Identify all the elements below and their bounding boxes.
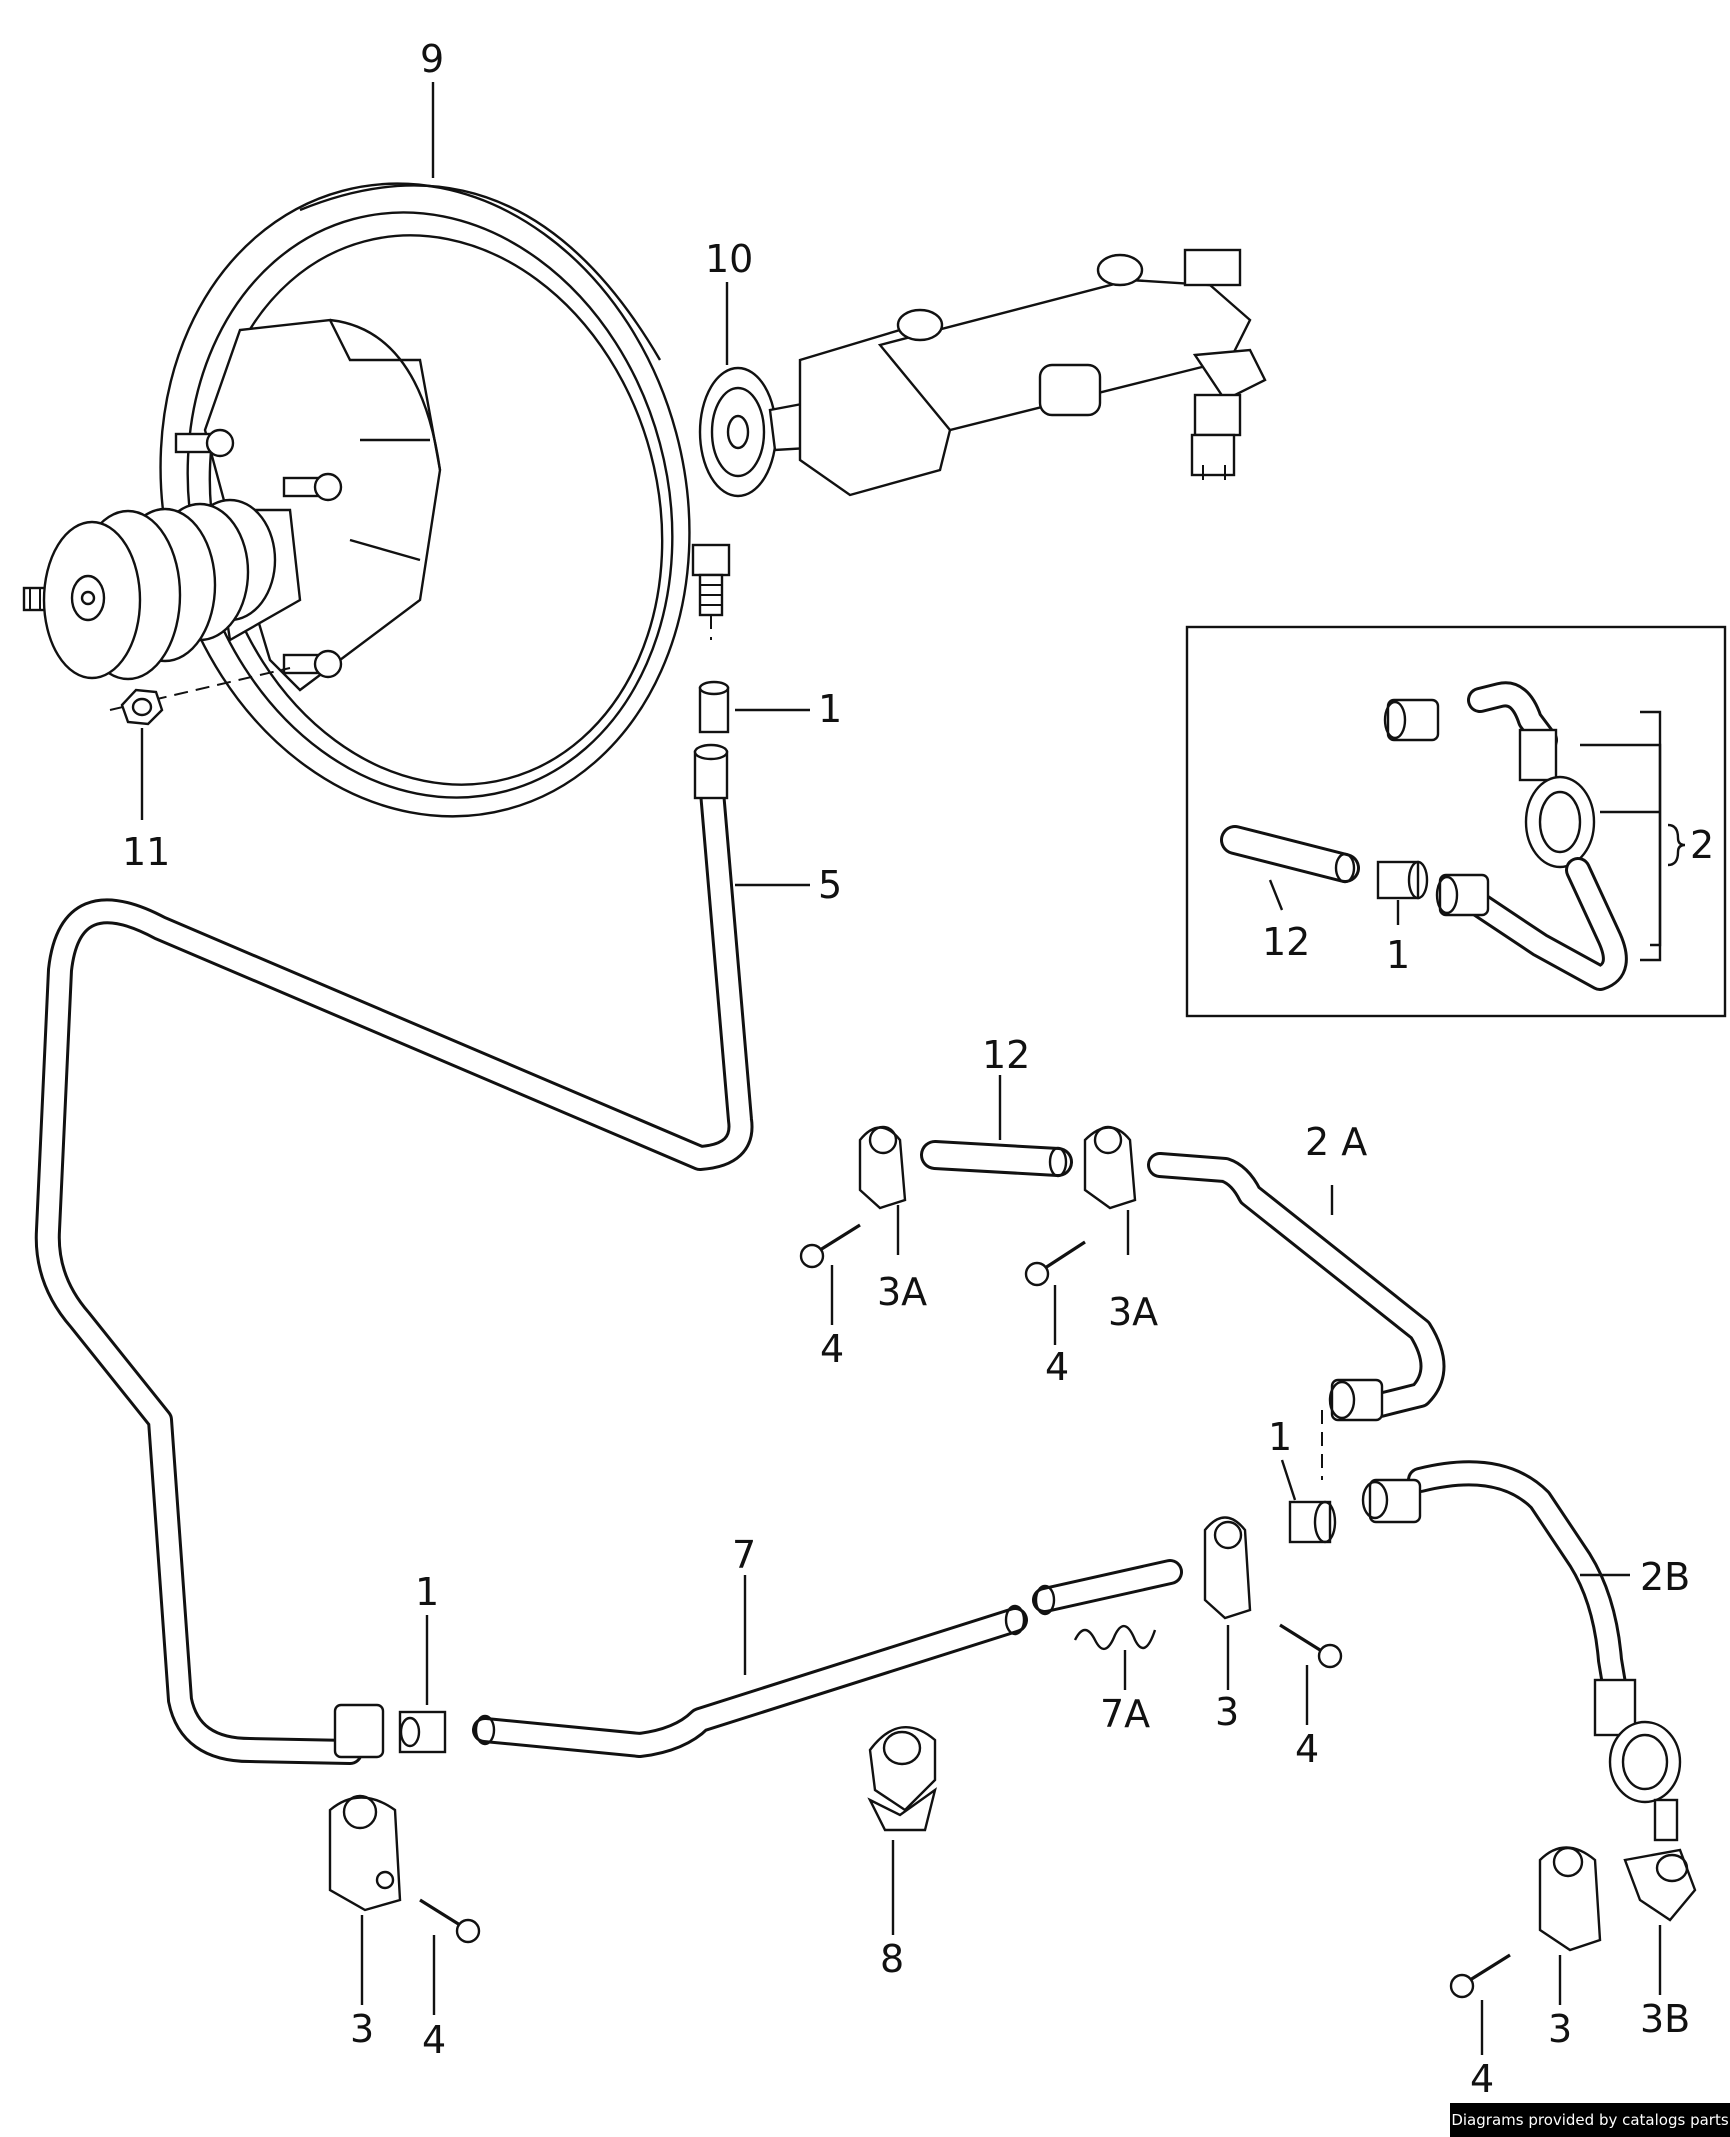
label-4-bottomright: 4 bbox=[1470, 2057, 1494, 2101]
vacuum-check-valve bbox=[691, 543, 731, 640]
booster-studs bbox=[174, 428, 343, 679]
screw-left[interactable] bbox=[799, 1223, 861, 1269]
label-3-bottomright: 3 bbox=[1548, 2007, 1572, 2051]
pipe-part-2a[interactable] bbox=[1147, 1152, 1446, 1422]
label-8: 8 bbox=[880, 1937, 904, 1981]
label-1-bottom: 1 bbox=[415, 1570, 439, 1614]
clip-3-bottomright[interactable] bbox=[1538, 1846, 1602, 1952]
label-11: 11 bbox=[122, 830, 170, 874]
spiral-part-7a[interactable] bbox=[1073, 1625, 1157, 1650]
clip-3a-left[interactable] bbox=[858, 1125, 907, 1210]
label-2b: 2B bbox=[1640, 1555, 1690, 1599]
label-4-left: 4 bbox=[820, 1327, 844, 1371]
clip-3-bottomleft[interactable] bbox=[328, 1794, 402, 1912]
clip-3b[interactable] bbox=[1623, 1848, 1697, 1922]
master-cylinder bbox=[768, 248, 1267, 497]
inset-hose-2[interactable] bbox=[1383, 681, 1628, 991]
label-12-inset: 12 bbox=[1262, 920, 1310, 964]
label-4-midright: 4 bbox=[1295, 1727, 1319, 1771]
hose-part-2b[interactable] bbox=[1361, 1460, 1682, 1842]
screw-bottomright[interactable] bbox=[1449, 1953, 1511, 1999]
label-7: 7 bbox=[732, 1533, 756, 1577]
callout-labels: 9 10 11 1 5 2 12 1 12 2 A 3A 3A 4 4 1 2B… bbox=[122, 37, 1714, 2101]
label-5: 5 bbox=[818, 863, 842, 907]
sleeve-bottom[interactable] bbox=[333, 1703, 447, 1759]
inset-detail-box bbox=[1185, 625, 1727, 1018]
pipe-part-7[interactable] bbox=[472, 1559, 1183, 1758]
label-3a-right: 3A bbox=[1108, 1290, 1158, 1334]
clip-3-mid[interactable] bbox=[1203, 1516, 1252, 1620]
label-2-inset: 2 bbox=[1690, 823, 1714, 867]
label-3-mid: 3 bbox=[1215, 1690, 1239, 1734]
pipe-part-12-mid[interactable] bbox=[920, 1140, 1073, 1178]
label-1-mid: 1 bbox=[1268, 1415, 1292, 1459]
catalog-credit-badge: Diagrams provided by catalogs parts bbox=[1450, 2103, 1730, 2137]
clip-3a-right[interactable] bbox=[1083, 1125, 1137, 1210]
screw-bottomleft[interactable] bbox=[419, 1898, 481, 1944]
label-4-bottomleft: 4 bbox=[422, 2018, 446, 2062]
label-1-inset: 1 bbox=[1386, 933, 1410, 977]
nut-part-11[interactable] bbox=[120, 688, 164, 726]
label-3-bottomleft: 3 bbox=[350, 2007, 374, 2051]
label-7a: 7A bbox=[1100, 1692, 1150, 1736]
inset-sleeve-1[interactable] bbox=[1376, 860, 1429, 900]
screw-mid[interactable] bbox=[1024, 1240, 1086, 1287]
label-4-mid: 4 bbox=[1045, 1345, 1069, 1389]
vacuum-pipe-part-5[interactable] bbox=[34, 767, 754, 1765]
label-3a-left: 3A bbox=[877, 1270, 927, 1314]
leader-lines bbox=[140, 82, 1662, 2055]
clip-8[interactable] bbox=[867, 1726, 937, 1832]
label-3b: 3B bbox=[1640, 1997, 1690, 2041]
screw-midright[interactable] bbox=[1279, 1623, 1343, 1669]
label-1-top: 1 bbox=[818, 687, 842, 731]
rubber-boot bbox=[22, 498, 302, 681]
inset-pipe-12[interactable] bbox=[1220, 825, 1360, 884]
seal-ring-part-10[interactable] bbox=[698, 366, 778, 498]
label-12-mid: 12 bbox=[982, 1033, 1030, 1077]
sleeve-mid[interactable] bbox=[1288, 1410, 1337, 1544]
label-9: 9 bbox=[420, 37, 444, 81]
brake-booster[interactable] bbox=[91, 124, 759, 877]
label-10: 10 bbox=[705, 237, 753, 281]
sleeve-top[interactable] bbox=[693, 680, 730, 800]
label-2a: 2 A bbox=[1305, 1120, 1367, 1164]
